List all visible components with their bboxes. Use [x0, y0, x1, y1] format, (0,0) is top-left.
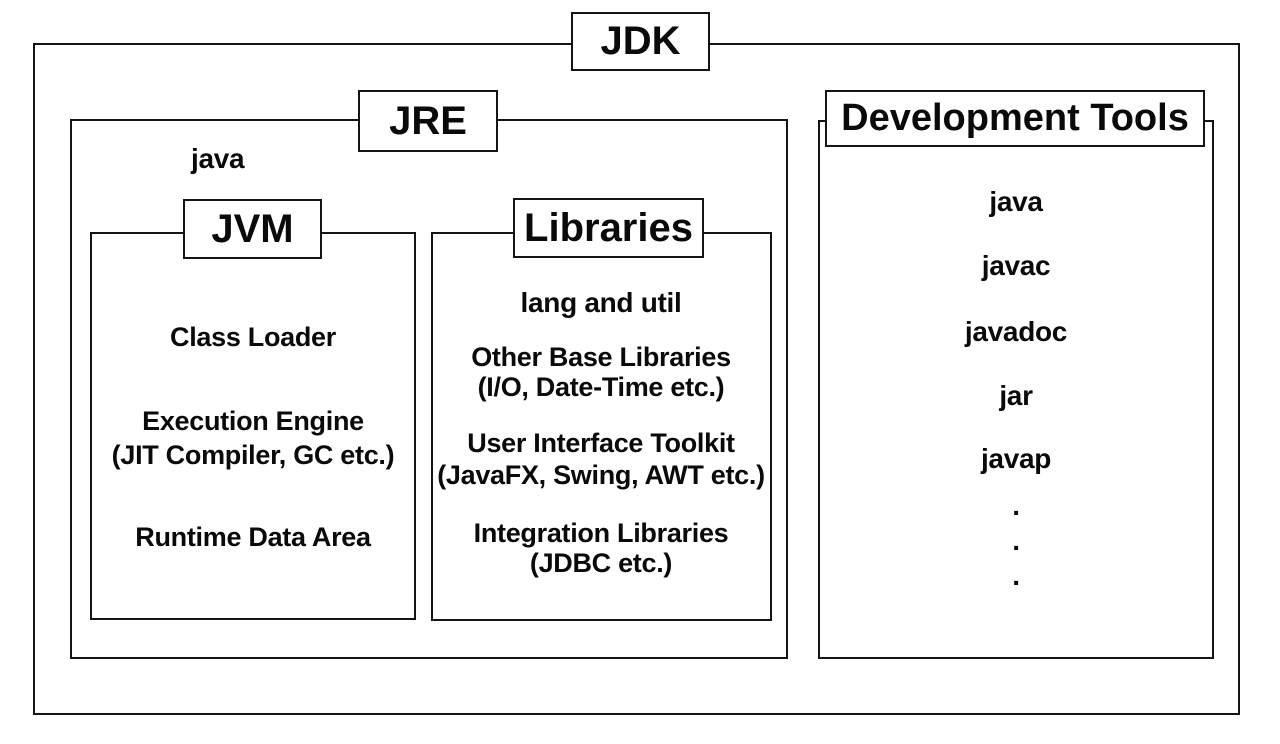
dev-tool-javac: javac: [981, 250, 1051, 281]
dev-tool-jar: jar: [999, 380, 1033, 411]
libraries-label-box: Libraries: [513, 198, 704, 258]
libraries-label-text: Libraries: [524, 205, 693, 250]
jre-java-note: java: [191, 143, 245, 174]
jvm-item-runtime-data-area: Runtime Data Area: [135, 522, 371, 552]
development-tools-label-box: Development Tools: [825, 90, 1205, 147]
jdk-label-text: JDK: [600, 19, 681, 63]
libraries-item-integration: Integration Libraries (JDBC etc.): [473, 518, 729, 578]
jvm-item-execution-engine: Execution Engine (JIT Compiler, GC etc.): [111, 406, 395, 470]
libraries-item-other-base: Other Base Libraries (I/O, Date-Time etc…: [471, 342, 731, 402]
dev-tool-java: java: [989, 186, 1043, 217]
dev-tools-ellipsis-dots: . . .: [1012, 490, 1020, 591]
dev-tool-javadoc: javadoc: [964, 316, 1068, 347]
dev-tool-javap: javap: [980, 443, 1052, 474]
jre-label-box: JRE: [358, 90, 498, 152]
jvm-label-box: JVM: [183, 199, 322, 259]
jre-label-text: JRE: [389, 98, 467, 143]
jvm-label-text: JVM: [211, 206, 294, 251]
libraries-item-lang-util: lang and util: [520, 287, 682, 318]
libraries-item-ui-toolkit: User Interface Toolkit (JavaFX, Swing, A…: [437, 428, 765, 490]
development-tools-label-text: Development Tools: [841, 97, 1189, 139]
jvm-item-class-loader: Class Loader: [170, 322, 336, 352]
jdk-label-box: JDK: [571, 12, 710, 71]
